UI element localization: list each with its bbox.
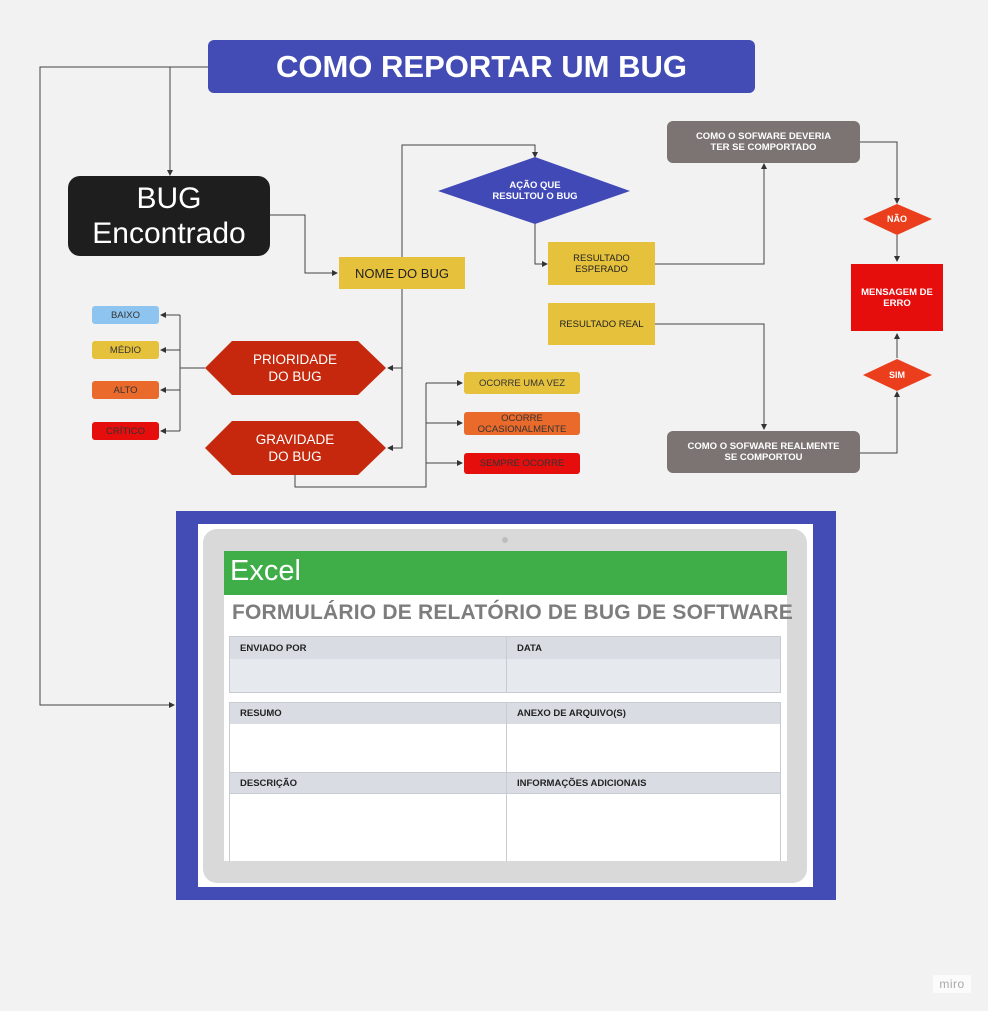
severity-once: OCORRE UMA VEZ [464,372,580,394]
severity-always: SEMPRE OCORRE [464,453,580,474]
field-sent-by-header: ENVIADO POR [230,637,506,659]
connector-behaved-to-yes [860,391,900,454]
yes-diamond [863,359,932,391]
excel-label: Excel [230,555,301,587]
field-description-header: DESCRIÇÃO [230,772,506,793]
expected-result-box: RESULTADO ESPERADO [548,242,655,285]
field-sent-by-input[interactable] [230,659,506,692]
no-label: NÃO [887,214,907,224]
field-attachment-header: ANEXO DE ARQUIVO(S) [506,703,780,724]
connector-expected-to-should [655,163,767,265]
connector-actual-to-behaved [655,323,767,430]
field-summary-label: RESUMO [240,708,282,719]
actual-result-box: RESULTADO REAL [548,303,655,345]
actual-result-label: RESULTADO REAL [559,318,644,330]
field-sent-by-label: ENVIADO POR [240,642,307,654]
field-additional-label: INFORMAÇÕES ADICIONAIS [517,777,647,789]
field-date-header: DATA [506,637,780,659]
bug-name-label: NOME DO BUG [355,265,449,281]
field-date-label: DATA [517,642,542,654]
field-additional-input[interactable] [506,793,780,861]
field-attachment-label: ANEXO DE ARQUIVO(S) [517,708,626,719]
connector-severity-levels [294,383,427,488]
field-summary-header: RESUMO [230,703,506,724]
camera-icon [502,537,508,543]
excel-header-bar [224,551,787,595]
page-title: COMO REPORTAR UM BUG [275,48,688,84]
connector-bug-to-name [270,214,338,276]
priority-hexagon [205,341,386,395]
priority-baixo: BAIXO [92,306,159,324]
connector-action-to-expected [534,222,548,267]
severity-once-label: OCORRE UMA VEZ [478,377,566,389]
yes-label: SIM [888,370,905,380]
error-message-box: MENSAGEM DE ERRO [851,264,943,331]
priority-alto-label: ALTO [113,384,138,396]
form-title: FORMULÁRIO DE RELATÓRIO DE BUG DE SOFTWA… [232,601,794,624]
bug-found-box: BUG Encontrado [68,176,270,256]
priority-medio: MÉDIO [92,341,159,359]
form-row-2: RESUMO ANEXO DE ARQUIVO(S) DESCRIÇÃO INF… [229,702,781,861]
connector-should-to-no [860,141,900,204]
field-summary-input[interactable] [230,724,506,772]
form-row-1: ENVIADO POR DATA [229,636,781,693]
priority-medio-label: MÉDIO [109,344,142,356]
field-additional-header: INFORMAÇÕES ADICIONAIS [506,772,780,793]
priority-baixo-label: BAIXO [110,309,141,321]
bug-name-box: NOME DO BUG [339,257,465,289]
should-behave-label: COMO O SOFWARE DEVERIA TER SE COMPORTADO [695,131,832,153]
miro-watermark: miro [933,975,971,993]
severity-hexagon [205,421,386,475]
field-description-label: DESCRIÇÃO [240,777,298,789]
expected-result-label: RESULTADO ESPERADO [573,252,630,275]
connector-name-to-action [401,144,538,260]
should-behave-box: COMO O SOFWARE DEVERIA TER SE COMPORTADO [667,121,860,163]
error-message-label: MENSAGEM DE ERRO [861,286,933,309]
field-date-input[interactable] [506,659,780,692]
priority-label: PRIORIDADE DO BUG [252,352,337,384]
title-banner: COMO REPORTAR UM BUG [208,40,755,93]
connector-name-to-priority [387,289,403,371]
bug-found-label: BUG Encontrado [92,182,246,250]
actually-behaved-box: COMO O SOFWARE REALMENTE SE COMPORTOU [667,431,860,473]
connector-priority-levels [179,315,205,431]
actually-behaved-label: COMO O SOFWARE REALMENTE SE COMPORTOU [687,441,840,463]
priority-alto: ALTO [92,381,159,399]
connector-title-to-bug [167,66,208,176]
no-diamond [863,204,932,235]
severity-label: GRAVIDADE DO BUG [255,432,335,464]
severity-occasionally-label: OCORRE OCASIONALMENTE [477,412,567,435]
severity-occasionally: OCORRE OCASIONALMENTE [464,412,580,435]
connector-name-to-severity [387,368,403,451]
action-label: AÇÃO QUE RESULTOU O BUG [492,180,578,202]
priority-critico-label: CRÍTICO [105,425,146,437]
severity-always-label: SEMPRE OCORRE [479,458,565,469]
priority-critico: CRÍTICO [92,422,159,440]
connector-title-to-form [39,66,208,708]
field-attachment-input[interactable] [506,724,780,772]
field-description-input[interactable] [230,793,506,861]
action-diamond [438,157,630,224]
